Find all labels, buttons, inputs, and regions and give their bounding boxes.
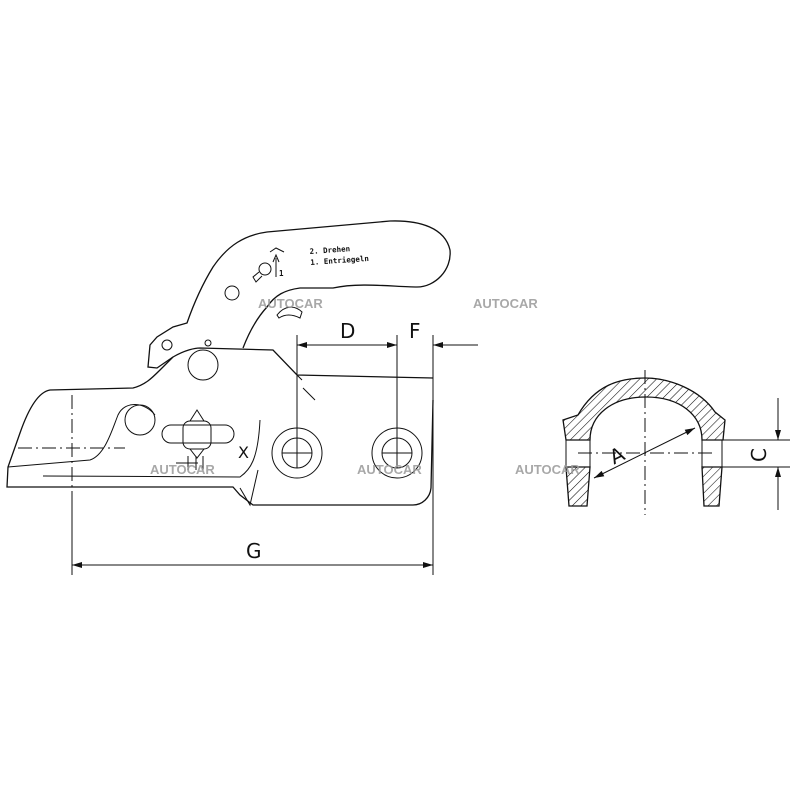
dimension-a-label: A — [606, 442, 629, 470]
section-upper — [562, 377, 726, 441]
body-inner-line — [42, 419, 261, 478]
handle-hole — [224, 285, 240, 301]
extension-lines — [71, 335, 434, 575]
section-leg-left — [565, 466, 591, 507]
dimension-d-label: D — [340, 319, 355, 343]
handle-text-line-1: 2. Drehen — [309, 244, 350, 256]
handle-notch — [276, 306, 303, 319]
wear-indicator-icon — [161, 409, 235, 470]
watermark: AUTOCAR — [258, 296, 323, 311]
body-hole-upper — [187, 349, 219, 381]
dimension-g-label: G — [246, 539, 262, 563]
watermark: AUTOCAR — [150, 462, 215, 477]
handle-text-line-2: 1. Entriegeln — [310, 254, 369, 267]
small-hole — [204, 339, 212, 347]
body-front-contour — [7, 404, 156, 468]
handle-arrow-label: 1 — [279, 269, 284, 278]
body-slash — [296, 374, 316, 401]
handle-outline — [147, 220, 451, 369]
body-lower-lip — [239, 469, 259, 507]
pin-label: X — [238, 443, 249, 462]
dimension-a-line — [593, 427, 696, 479]
watermark: AUTOCAR — [473, 296, 538, 311]
dimension-f-label: F — [409, 319, 421, 343]
dimension-c-label: C — [747, 448, 771, 462]
unlock-symbol-icon — [252, 247, 285, 283]
body-hole-front — [124, 404, 156, 436]
body-outline — [6, 347, 434, 506]
handle-pivot-hole — [161, 339, 173, 351]
watermark: AUTOCAR — [357, 462, 422, 477]
watermark: AUTOCAR — [515, 462, 580, 477]
section-leg-right — [701, 466, 723, 507]
